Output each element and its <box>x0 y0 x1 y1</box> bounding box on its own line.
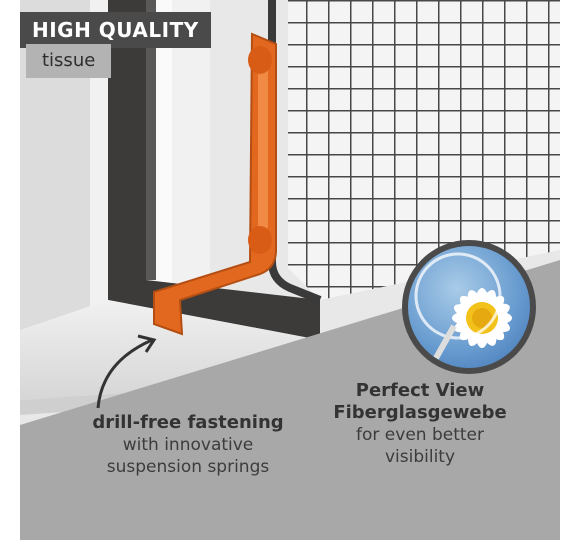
view-line-2: visibility <box>384 447 456 467</box>
daisy-icon <box>414 252 512 360</box>
view-headline-1: Perfect View <box>355 380 485 401</box>
view-line-1: for even better <box>356 425 484 445</box>
tissue-badge: tissue <box>26 44 112 78</box>
view-caption: Perfect View Fiberglasgewebe for even be… <box>310 380 530 468</box>
fastening-headline: drill-free fastening <box>92 412 284 433</box>
fastening-line-2: suspension springs <box>106 457 270 477</box>
view-headline-2: Fiberglasgewebe <box>333 402 507 423</box>
fastening-line-1: with innovative <box>122 435 254 455</box>
tissue-badge-label: tissue <box>42 50 96 71</box>
magnifier-daisy-icon <box>402 240 536 374</box>
quality-badge-title: HIGH QUALITY <box>32 18 199 42</box>
product-illustration: HIGH QUALITY tissue <box>20 0 560 540</box>
curved-arrow-icon <box>96 334 157 409</box>
fastening-caption: drill-free fastening with innovative sus… <box>78 412 298 478</box>
quality-badge: HIGH QUALITY <box>20 12 211 48</box>
